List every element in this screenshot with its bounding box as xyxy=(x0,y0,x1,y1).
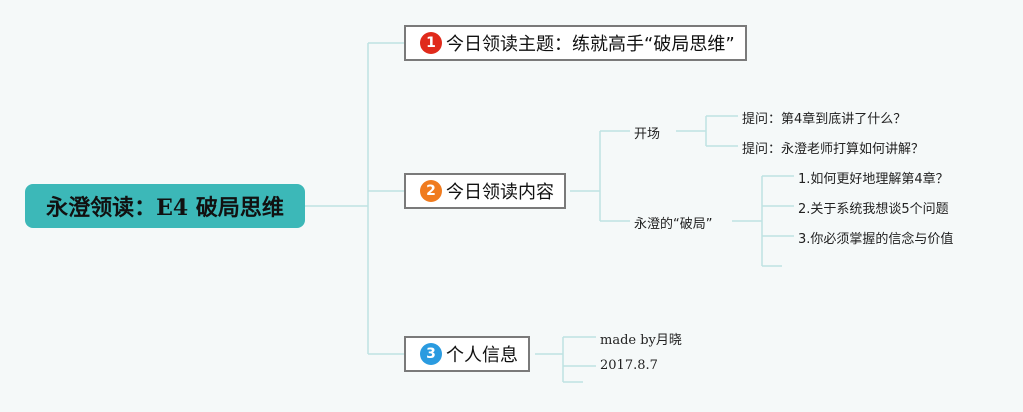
personal-item-author[interactable]: made by月晓 xyxy=(600,333,682,348)
topic-2-label: 今日领读内容 xyxy=(446,182,554,203)
opening-item-1[interactable]: 提问：第4章到底讲了什么？ xyxy=(742,112,907,127)
topic-3-node[interactable]: 3 个人信息 xyxy=(404,336,530,372)
topic-1-label: 今日领读主题：练就高手“破局思维” xyxy=(446,34,735,55)
topic-1-node[interactable]: 1 今日领读主题：练就高手“破局思维” xyxy=(404,25,747,61)
breakout-item-2[interactable]: 2.关于系统我想谈5个问题 xyxy=(798,202,949,217)
badge-2-icon: 2 xyxy=(420,180,442,202)
subtopic-breakout[interactable]: 永澄的“破局” xyxy=(634,217,713,232)
breakout-item-3[interactable]: 3.你必须掌握的信念与价值 xyxy=(798,232,954,247)
subtopic-opening[interactable]: 开场 xyxy=(634,127,661,142)
opening-item-2[interactable]: 提问：永澄老师打算如何讲解？ xyxy=(742,142,925,157)
badge-1-icon: 1 xyxy=(420,32,442,54)
breakout-item-1[interactable]: 1.如何更好地理解第4章？ xyxy=(798,172,949,187)
personal-item-date[interactable]: 2017.8.7 xyxy=(600,358,658,373)
root-title: 永澄领读：E4 破局思维 xyxy=(46,195,284,221)
root-node[interactable]: 永澄领读：E4 破局思维 xyxy=(25,184,305,228)
topic-2-node[interactable]: 2 今日领读内容 xyxy=(404,173,566,209)
topic-3-label: 个人信息 xyxy=(446,345,518,366)
badge-3-icon: 3 xyxy=(420,343,442,365)
